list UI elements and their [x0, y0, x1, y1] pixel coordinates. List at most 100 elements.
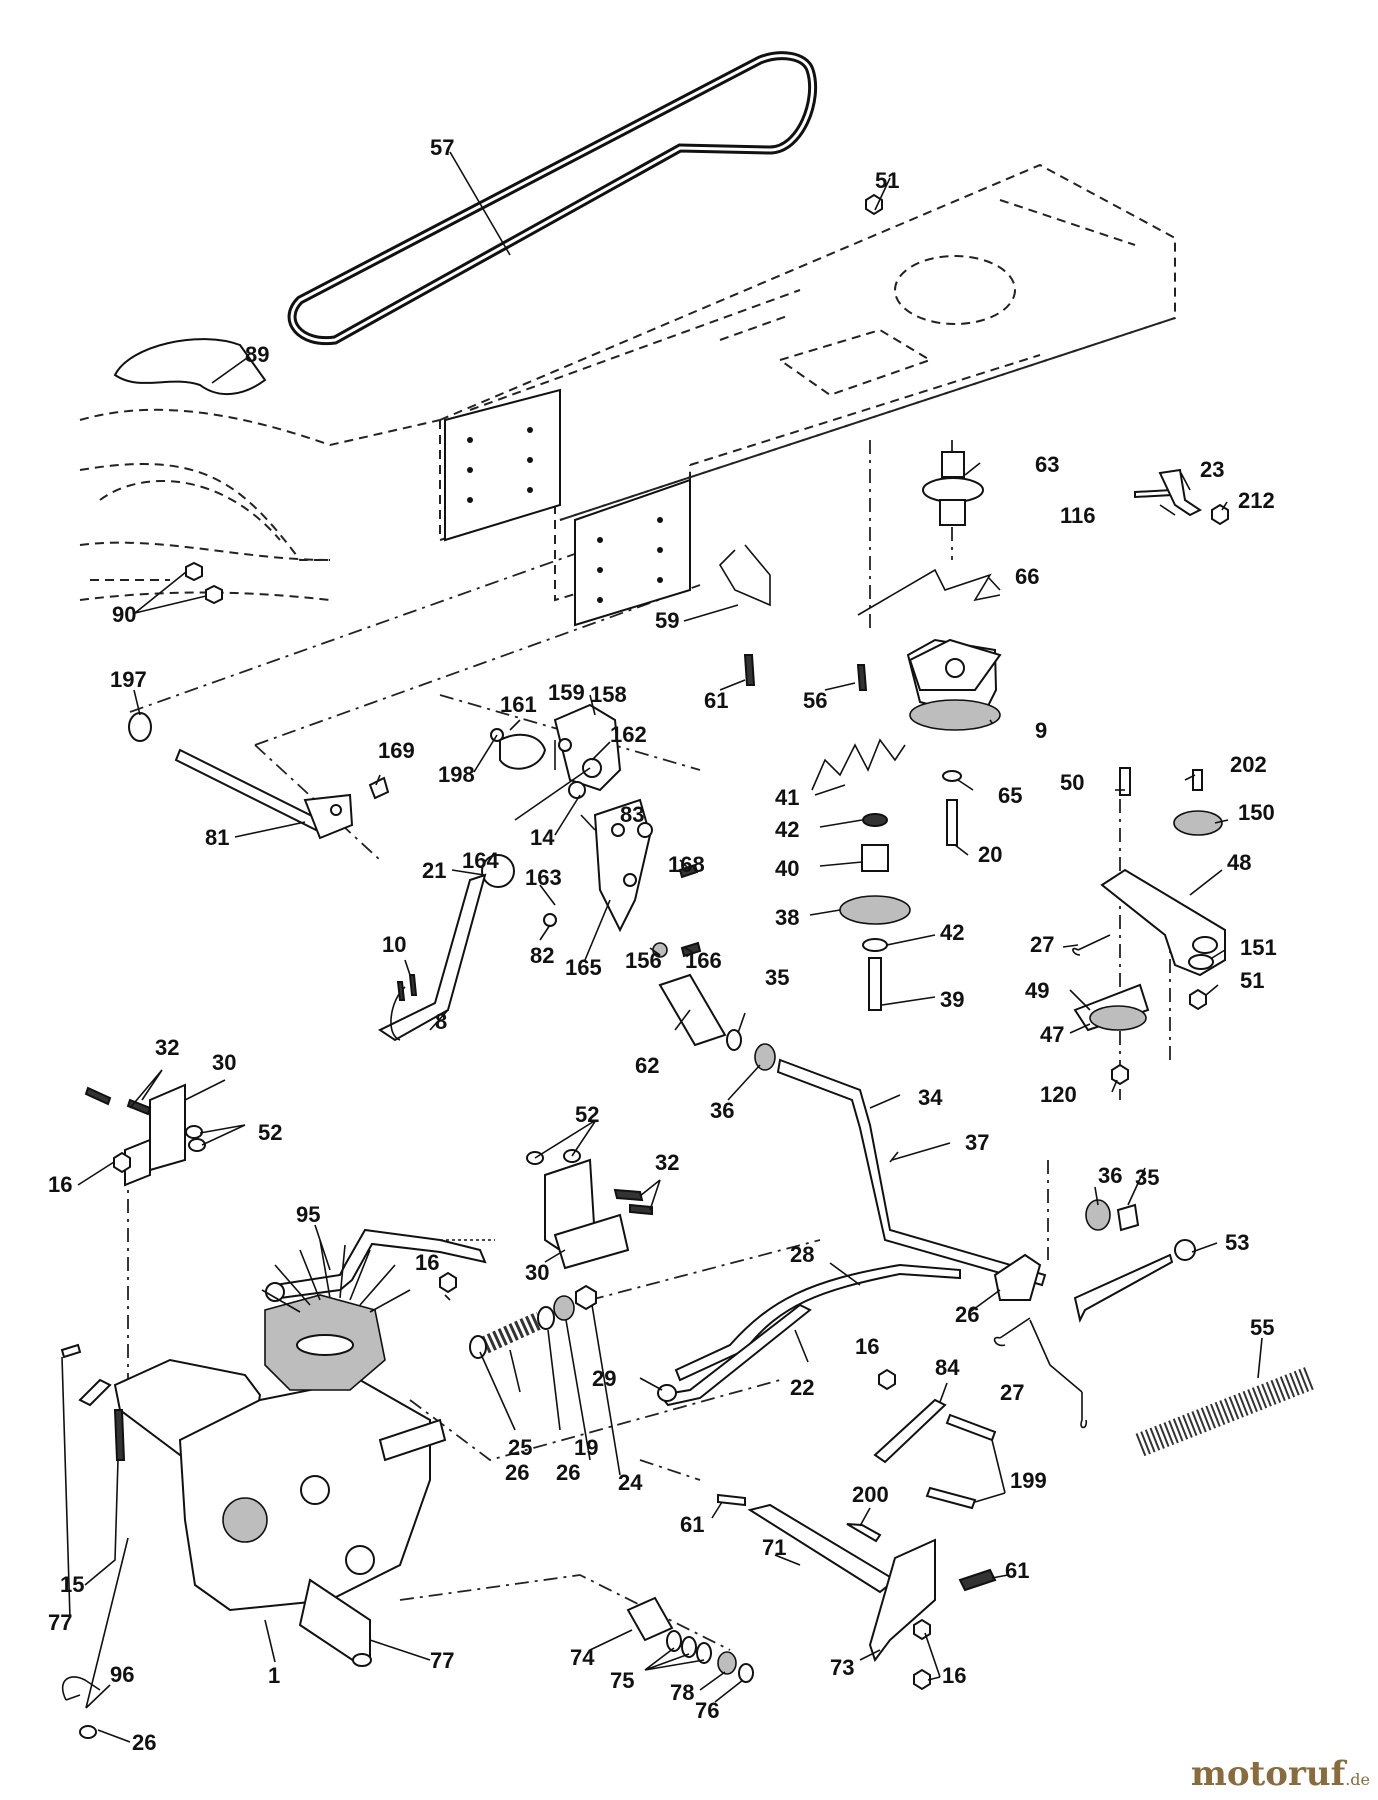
callout-41: 41	[775, 785, 799, 810]
nut-16c	[878, 1368, 896, 1391]
callout-30b: 30	[525, 1260, 549, 1285]
callout-23: 23	[1200, 457, 1224, 482]
callout-51b: 51	[1240, 968, 1264, 993]
callout-90: 90	[112, 602, 136, 627]
callout-16c: 16	[855, 1334, 879, 1359]
callout-151: 151	[1240, 935, 1277, 960]
callout-55: 55	[1250, 1315, 1274, 1340]
callout-212: 212	[1238, 488, 1275, 513]
callout-71: 71	[762, 1535, 786, 1560]
callout-165: 165	[565, 955, 602, 980]
spring-41	[811, 738, 906, 791]
callout-51a: 51	[875, 168, 899, 193]
nut-16a	[113, 1151, 131, 1174]
seat-cover-89	[113, 338, 267, 396]
transaxle-1	[78, 1239, 447, 1612]
spacer-74	[626, 1596, 674, 1642]
washers-52a	[185, 1125, 206, 1152]
callout-75: 75	[610, 1668, 634, 1693]
leader-lines	[61, 151, 1263, 1743]
callout-27b: 27	[1000, 1380, 1024, 1405]
washer-42b	[862, 938, 888, 952]
callout-50: 50	[1060, 770, 1084, 795]
bracket-26	[993, 1253, 1042, 1301]
callout-25: 25	[508, 1435, 532, 1460]
washer-65	[942, 770, 962, 782]
callout-76: 76	[695, 1698, 719, 1723]
callout-166: 166	[685, 948, 722, 973]
callout-26a: 26	[505, 1460, 529, 1485]
callout-116: 116	[1060, 503, 1096, 528]
bracket-30a	[149, 1083, 186, 1172]
rod-22	[658, 1303, 812, 1407]
shaft-34	[776, 1058, 1047, 1287]
washers-75	[666, 1630, 712, 1664]
rod-59	[718, 544, 771, 607]
watermark: motoruf.de	[1191, 1754, 1370, 1794]
bolts-32a	[84, 1086, 152, 1116]
callout-199: 199	[1010, 1468, 1047, 1493]
bolt-56	[856, 664, 868, 691]
callout-38: 38	[775, 905, 799, 930]
callout-61c: 61	[1005, 1558, 1029, 1583]
bolts-10	[396, 974, 418, 1001]
bolt-50	[1119, 767, 1131, 796]
callout-78: 78	[670, 1680, 694, 1705]
lever-8	[377, 873, 487, 1042]
rod-28	[674, 1263, 961, 1382]
callout-14: 14	[530, 825, 555, 850]
shaft-81	[128, 712, 354, 840]
nut-16e	[913, 1668, 931, 1691]
callout-37: 37	[965, 1130, 989, 1155]
washer-35a	[726, 1029, 742, 1051]
washer-36a	[754, 1043, 776, 1071]
washer-26a	[469, 1335, 487, 1359]
callout-198: 198	[438, 762, 475, 787]
callout-35b: 35	[1135, 1165, 1159, 1190]
callout-56: 56	[803, 688, 827, 713]
callout-42b: 42	[940, 920, 964, 945]
callout-1: 1	[268, 1663, 280, 1688]
bolt-61	[743, 654, 756, 686]
callout-49: 49	[1025, 978, 1049, 1003]
bolt-61c	[958, 1568, 997, 1592]
washer-151	[1188, 954, 1214, 970]
callout-10: 10	[382, 932, 406, 957]
bolt-202	[1192, 769, 1203, 791]
callout-47: 47	[1040, 1022, 1064, 1047]
callout-200: 200	[852, 1482, 889, 1507]
rod-66	[857, 568, 1001, 616]
clip-96	[61, 1676, 101, 1701]
callout-168: 168	[668, 852, 705, 877]
callout-52b: 52	[575, 1102, 599, 1127]
callout-84: 84	[935, 1355, 960, 1380]
callout-30a: 30	[212, 1050, 236, 1075]
clip-169	[368, 776, 390, 800]
callout-27a: 27	[1030, 932, 1054, 957]
callout-81: 81	[205, 825, 229, 850]
callout-161: 161	[500, 692, 537, 717]
callout-62: 62	[635, 1053, 659, 1078]
callout-77a: 77	[48, 1610, 72, 1635]
washer-76	[738, 1663, 754, 1683]
callout-57: 57	[430, 135, 454, 160]
callout-8: 8	[435, 1009, 447, 1034]
callout-169: 169	[378, 738, 415, 763]
callout-26d: 26	[132, 1730, 156, 1755]
plate-73	[868, 1538, 936, 1663]
callout-22: 22	[790, 1375, 814, 1400]
callout-65: 65	[998, 783, 1022, 808]
pin-27b	[993, 1317, 1031, 1347]
callout-164: 164	[462, 848, 499, 873]
callout-29: 29	[592, 1366, 616, 1391]
pulley-47	[1089, 1005, 1147, 1031]
callout-162: 162	[610, 722, 647, 747]
lever-23	[1158, 468, 1202, 517]
spring-25	[481, 1311, 544, 1354]
pulley-38	[839, 895, 911, 925]
callout-59: 59	[655, 608, 679, 633]
callout-35a: 35	[765, 965, 789, 990]
callout-61b: 61	[680, 1512, 704, 1537]
callout-34: 34	[918, 1085, 943, 1110]
